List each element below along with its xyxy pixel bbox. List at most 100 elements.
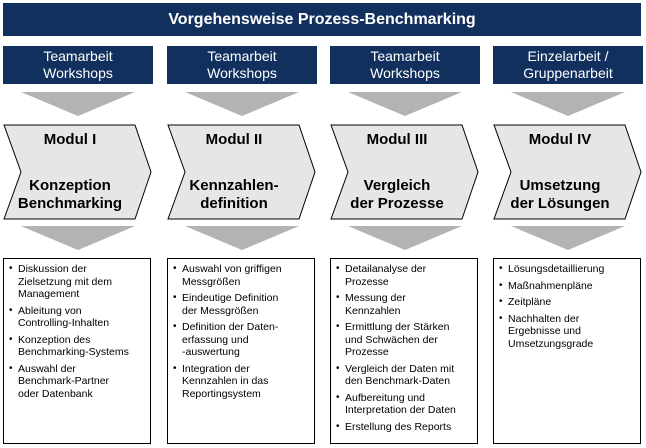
module-name-line: der Lösungen <box>510 195 610 212</box>
work-mode-line: Workshops <box>207 65 277 81</box>
task-item-line: Integration der <box>182 362 250 375</box>
module-name: Kennzahlen-definition <box>167 177 301 213</box>
task-item-line: Vergleich der Daten mit <box>345 362 455 375</box>
task-item-line: Reportingsystem <box>182 387 261 400</box>
task-item-line: Umsetzungsgrade <box>508 337 594 350</box>
module-name-line: definition <box>200 195 268 212</box>
task-list-item: Lösungsdetaillierung <box>498 263 636 276</box>
task-list: LösungsdetaillierungMaßnahmenpläneZeitpl… <box>498 263 636 350</box>
task-item-line: Ermittlung der Stärken <box>345 321 450 333</box>
task-item-line: Nachhalten der <box>508 312 580 325</box>
module-name-line: der Prozesse <box>350 195 444 212</box>
work-mode-line: Teamarbeit <box>207 48 277 64</box>
down-arrow-icon <box>21 226 135 250</box>
work-mode-line: Gruppenarbeit <box>523 65 613 81</box>
module-name-line: Umsetzung <box>519 177 601 194</box>
module-chevron <box>493 124 642 220</box>
work-mode-line: Workshops <box>370 65 440 81</box>
down-arrow-icon <box>348 226 462 250</box>
task-list-box: Auswahl von griffigenMessgrößenEindeutig… <box>167 258 315 444</box>
task-list-item: Maßnahmenpläne <box>498 280 636 293</box>
task-item-line: erfassung und <box>182 333 249 346</box>
down-arrow-icon <box>185 226 299 250</box>
task-list-item: Zeitpläne <box>498 296 636 309</box>
module-name-line: Vergleich <box>363 177 431 194</box>
task-item-line: Auswahl der <box>18 362 76 375</box>
module-number: Modul IV <box>528 131 592 148</box>
down-arrow-icon <box>511 92 625 116</box>
module-name-line: Konzeption <box>29 177 111 194</box>
task-item-line: Aufbereitung und <box>345 391 425 404</box>
module-chevron <box>330 124 479 220</box>
task-item-line: Eindeutige Definition <box>182 292 279 304</box>
task-item-line: Kennzahlen <box>345 304 401 317</box>
task-item-line: Kennzahlen in das <box>182 375 269 387</box>
task-item-line: Detailanalyse der <box>345 263 427 275</box>
task-item-line: Prozesse <box>345 275 389 288</box>
task-item-line: der Messgrößen <box>182 304 259 317</box>
task-item-line: Management <box>18 288 80 300</box>
module-chevron-text: Modul II Kennzahlen-definition <box>167 124 301 220</box>
task-item-line: Diskussion der <box>18 263 87 275</box>
task-item-line: und Schwächen der <box>345 333 438 346</box>
task-item-line: Ergebnisse und <box>508 325 581 337</box>
down-arrow-icon <box>185 92 299 116</box>
task-item-line: Messgrößen <box>182 275 241 288</box>
task-list: Auswahl von griffigenMessgrößenEindeutig… <box>172 263 310 400</box>
work-mode-line: Teamarbeit <box>43 48 113 64</box>
task-item-line: -auswertung <box>182 346 240 358</box>
diagram-title: Vorgehensweise Prozess-Benchmarking <box>3 3 641 36</box>
work-mode-line: Einzelarbeit / <box>527 48 609 64</box>
task-item-line: Erstellung des Reports <box>345 420 452 433</box>
task-item-line: Zeitpläne <box>508 296 552 308</box>
down-arrow-icon <box>21 92 135 116</box>
task-item-line: Auswahl von griffigen <box>182 263 282 275</box>
work-mode-box: Einzelarbeit /Gruppenarbeit <box>493 46 643 84</box>
task-item-line: Zielsetzung mit dem <box>18 275 112 288</box>
module-chevron <box>3 124 152 220</box>
task-list-box: Detailanalyse derProzesseMessung derKenn… <box>330 258 478 444</box>
module-name-line: Kennzahlen- <box>189 177 279 194</box>
task-list-box: LösungsdetaillierungMaßnahmenpläneZeitpl… <box>493 258 641 444</box>
down-arrow-icon <box>348 92 462 116</box>
task-list-item: Erstellung des Reports <box>335 421 473 434</box>
task-item-line: Prozesse <box>345 346 389 358</box>
work-mode-line: Workshops <box>43 65 113 81</box>
module-number: Modul II <box>205 131 263 148</box>
down-arrow-icon <box>511 226 625 250</box>
task-item-line: Benchmark-Partner <box>18 375 110 387</box>
task-item-line: Controlling-Inhalten <box>18 317 110 329</box>
module-number: Modul I <box>43 131 97 148</box>
task-item-line: den Benchmark-Daten <box>345 375 451 387</box>
task-item-line: Maßnahmenpläne <box>508 279 593 292</box>
task-item-line: Ableitung von <box>18 304 82 317</box>
task-item-line: Lösungsdetaillierung <box>508 263 605 275</box>
work-mode-line: Teamarbeit <box>370 48 440 64</box>
